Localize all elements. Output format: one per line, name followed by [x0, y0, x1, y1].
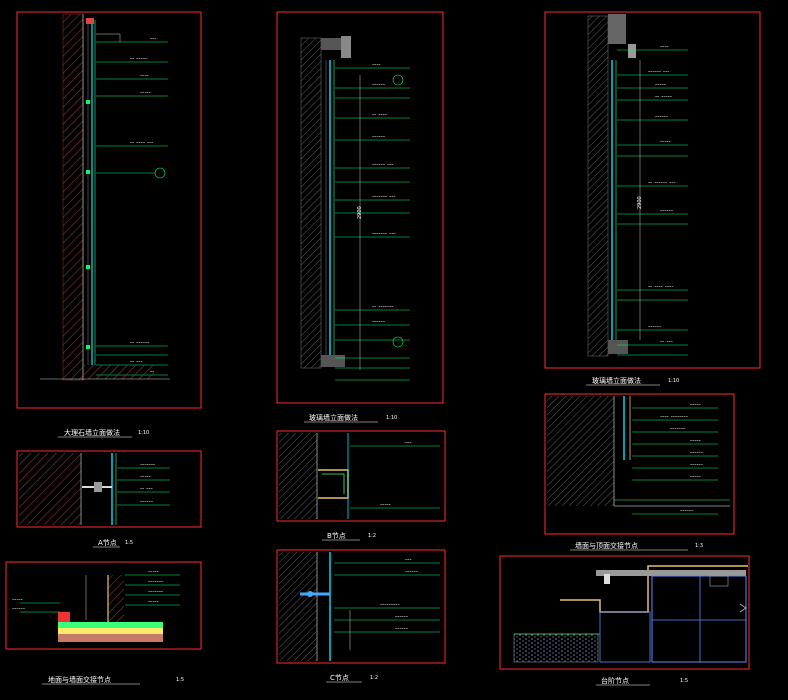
- panel-8-title: 墙面与顶面交接节点: [575, 541, 638, 550]
- svg-text:------: ------: [395, 625, 408, 632]
- svg-text:------- ---: ------- ---: [372, 193, 396, 200]
- svg-text:-- ---- ----: -- ---- ----: [648, 283, 673, 290]
- panel-7-title: 地面与墙面交接节点: [48, 675, 111, 684]
- panel-8-scale: 1:3: [695, 543, 703, 549]
- svg-text:-----: -----: [148, 598, 159, 605]
- svg-text:-------: -------: [148, 588, 163, 595]
- panel-5-scale: 1:2: [368, 533, 376, 539]
- svg-text:-----: -----: [690, 437, 701, 444]
- svg-text:-- ------ ---: -- ------ ---: [648, 179, 676, 186]
- svg-text:-----: -----: [148, 568, 159, 575]
- panel-6-title: C节点: [330, 674, 349, 682]
- panel-5-detail-b: --------: [276, 430, 446, 522]
- svg-text:-- -----: -- -----: [655, 93, 672, 100]
- svg-text:-----: -----: [12, 596, 23, 603]
- svg-text:------: ------: [372, 318, 385, 325]
- svg-text:-- ------: -- ------: [130, 339, 149, 346]
- svg-text:------: ------: [690, 461, 703, 468]
- svg-text:------ ---: ------ ---: [648, 68, 669, 75]
- svg-text:------: ------: [12, 605, 25, 612]
- panel-6-scale: 1:2: [370, 675, 378, 681]
- svg-text:-----: -----: [140, 473, 151, 480]
- panel-3-scale: 1:10: [668, 378, 679, 384]
- svg-text:-----: -----: [140, 89, 151, 96]
- svg-text:------: ------: [372, 133, 385, 140]
- svg-text:------: ------: [140, 498, 153, 505]
- svg-text:---------: ---------: [380, 601, 400, 608]
- svg-text:---- --------: ---- --------: [660, 413, 688, 420]
- svg-text:------: ------: [690, 449, 703, 456]
- svg-text:-----: -----: [690, 401, 701, 408]
- panel-3-title: 玻璃墙立面做法: [592, 376, 641, 385]
- panel-4-title: A节点: [98, 539, 117, 547]
- svg-text:-------: -------: [670, 425, 685, 432]
- svg-text:---: ---: [150, 35, 157, 42]
- panel-5-title: B节点: [327, 532, 346, 540]
- svg-text:----: ----: [372, 61, 381, 68]
- panel-9-scale: 1:5: [680, 678, 688, 684]
- svg-text:-- ---: -- ---: [660, 338, 673, 345]
- panel-2-scale: 1:10: [386, 415, 397, 421]
- panel-7-scale: 1:5: [176, 677, 184, 683]
- svg-text:-----: -----: [380, 501, 391, 508]
- panel-6-detail-c: ------------------------------: [276, 549, 446, 664]
- svg-text:-- ---- ---: -- ---- ---: [130, 139, 153, 146]
- panel-3-glass-wall-section: 2900 ---------- --- ------- ----- ------…: [544, 11, 761, 369]
- svg-text:------: ------: [395, 613, 408, 620]
- svg-text:------: ------: [405, 568, 418, 575]
- panel-4-detail-a: -------------- ---------: [16, 450, 202, 528]
- svg-text:---: ---: [405, 556, 412, 563]
- svg-text:-------: -------: [148, 578, 163, 585]
- svg-text:------ ---: ------ ---: [372, 161, 393, 168]
- svg-text:------: ------: [648, 323, 661, 330]
- panel-2-title: 玻璃墙立面做法: [309, 413, 358, 422]
- panel-2-glass-wall-section: 2900 ---------- -- ---------- ------ ---…: [276, 11, 444, 404]
- svg-text:------: ------: [660, 207, 673, 214]
- svg-text:---: ---: [405, 439, 412, 446]
- svg-text:-- ---: -- ---: [130, 358, 143, 365]
- svg-text:-----: -----: [690, 473, 701, 480]
- panel-8-wall-ceiling-junction: --------- ------------------------------…: [544, 393, 735, 535]
- svg-text:-----: -----: [660, 138, 671, 145]
- panel-7-floor-wall-junction: -----------------------------------: [5, 561, 202, 650]
- svg-text:----: ----: [140, 72, 149, 79]
- svg-text:-- ---: -- ---: [140, 485, 153, 492]
- svg-text:------- ---: ------- ---: [372, 230, 396, 237]
- svg-text:-- -------: -- -------: [372, 303, 393, 310]
- svg-text:-------: -------: [140, 461, 155, 468]
- svg-text:------: ------: [655, 113, 668, 120]
- panel-1-marble-wall-section: ----- ----- --------- -- ---- ----- ----…: [16, 11, 202, 409]
- panel-1-scale: 1:10: [138, 430, 149, 436]
- svg-text:-- ----: -- ----: [372, 111, 387, 118]
- svg-text:-----: -----: [655, 81, 666, 88]
- svg-text:------: ------: [680, 507, 693, 514]
- svg-text:------: ------: [372, 81, 385, 88]
- panel-9-step-detail: [499, 555, 750, 670]
- panel-1-title: 大理石墙立面做法: [64, 428, 120, 437]
- panel-4-scale: 1:5: [125, 540, 133, 546]
- panel-9-title: 台阶节点: [601, 676, 629, 685]
- svg-text:--: --: [150, 368, 154, 375]
- svg-text:----: ----: [660, 43, 669, 50]
- panel-2-height-dim: 2900: [357, 206, 363, 219]
- panel-3-height-dim: 2900: [637, 196, 643, 209]
- svg-text:-- -----: -- -----: [130, 55, 147, 62]
